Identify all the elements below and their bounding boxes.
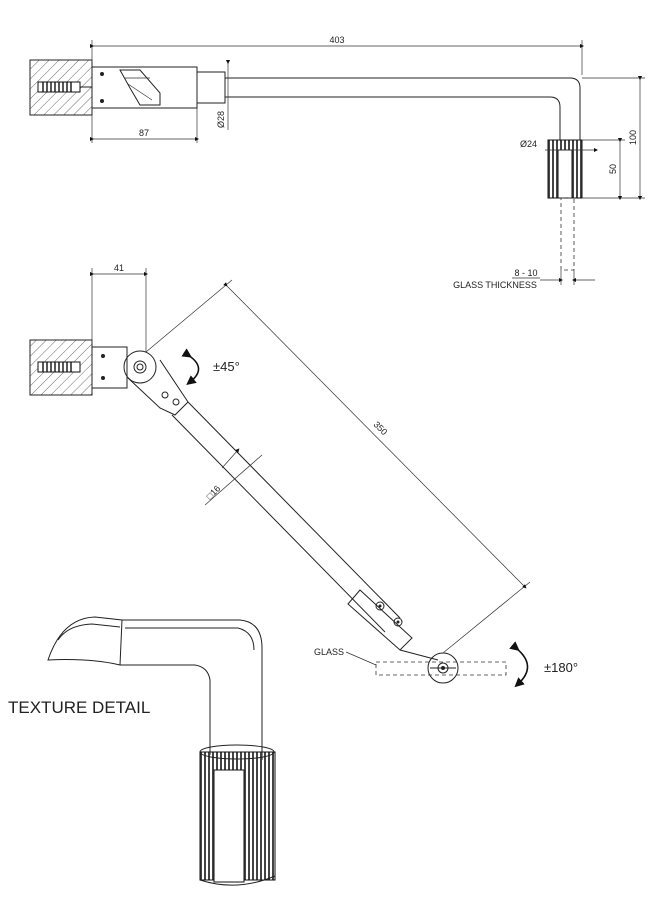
dim-line-arm-length xyxy=(223,282,527,589)
wall-hinge xyxy=(123,350,157,384)
glass-panel-section xyxy=(560,197,575,271)
glass-label: GLASS xyxy=(314,647,344,657)
side-elevation-view: 403 87 Ø28 Ø24 100 50 8 - 10 GLASS THICK… xyxy=(29,35,645,290)
dim-glass-thickness-value: 8 - 10 xyxy=(514,268,537,278)
dim-wall-depth: 87 xyxy=(139,128,149,138)
arm-bar xyxy=(225,77,581,140)
plan-view: GLASS 41 350 □16 ±45° ±180° xyxy=(29,263,578,688)
rotation-arrow-45-icon xyxy=(181,348,200,385)
dim-bar-section: □16 xyxy=(204,483,222,501)
glass-plane xyxy=(375,661,507,676)
dim-overall-length: 403 xyxy=(329,35,344,45)
dim-clamp-height: 50 xyxy=(608,164,618,174)
dim-clamp-diameter: Ø24 xyxy=(520,139,537,149)
texture-detail-title: TEXTURE DETAIL xyxy=(8,698,150,717)
rotation-wall-hinge: ±45° xyxy=(213,359,240,374)
dim-arm-diameter: Ø28 xyxy=(216,111,226,128)
wall-anchor xyxy=(37,81,92,93)
texture-detail-view: TEXTURE DETAIL xyxy=(8,616,276,886)
rotated-arm xyxy=(127,359,439,661)
wall-anchor-plan xyxy=(37,361,81,373)
rotation-arrow-180-icon xyxy=(509,641,529,688)
dim-glass-thickness-label: GLASS THICKNESS xyxy=(453,280,537,290)
rotation-glass-hinge: ±180° xyxy=(544,660,578,675)
dim-hinge-offset: 41 xyxy=(114,263,124,273)
wall-mount-body xyxy=(91,66,198,109)
dim-total-height: 100 xyxy=(628,130,638,145)
